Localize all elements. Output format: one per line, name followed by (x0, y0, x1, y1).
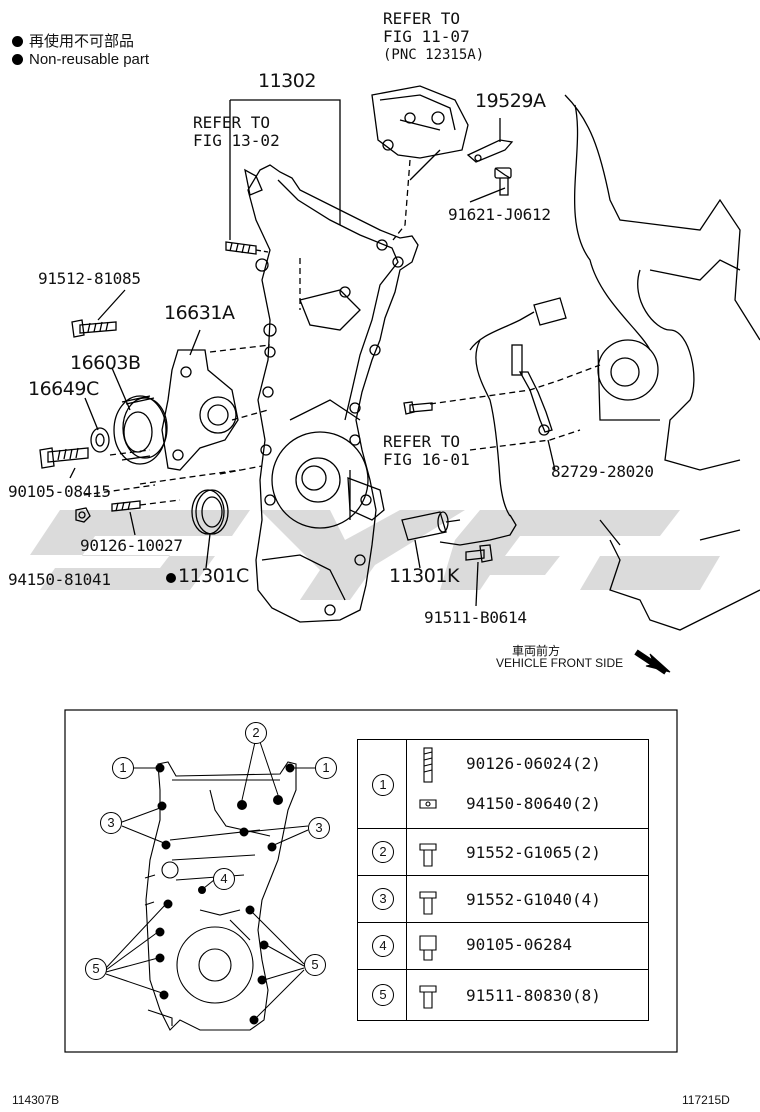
callout-11302[interactable]: 11302 (258, 70, 316, 92)
row-mark: 4 (372, 935, 394, 957)
watermark-logo (30, 510, 720, 600)
part-code: 90105-06284 (466, 935, 572, 954)
detail-mark-1-right[interactable]: 1 (315, 757, 337, 779)
fastener-table: 1 90126-06024(2) 94150-80640(2) 2 91552-… (357, 739, 649, 1021)
table-row-number-cell: 4 (358, 923, 407, 969)
table-row[interactable]: 1 90126-06024(2) 94150-80640(2) (358, 740, 648, 829)
callout-91511[interactable]: 91511-B0614 (424, 608, 527, 627)
timing-chain-cover (247, 164, 419, 623)
part-code: 90126-06024(2) (466, 754, 601, 773)
table-row-number-cell: 5 (358, 970, 407, 1020)
detail-mark-5-right[interactable]: 5 (304, 954, 326, 976)
detail-cover-outline (144, 761, 297, 1031)
non-reusable-dot-icon (166, 573, 176, 583)
table-row[interactable]: 5 91511-80830(8) (358, 970, 648, 1020)
engine-mount-bracket (371, 85, 469, 159)
part-code: 94150-80640(2) (466, 794, 601, 813)
detail-mark-2[interactable]: 2 (245, 722, 267, 744)
vehicle-front-label-en: VEHICLE FRONT SIDE (496, 656, 624, 670)
row-mark: 3 (372, 888, 394, 910)
callout-90126[interactable]: 90126-10027 (80, 536, 183, 555)
refer-line: FIG 13-02 (193, 131, 280, 150)
non-reusable-dot-icon (12, 36, 23, 47)
crank-position-sensor (469, 311, 535, 351)
detail-mark-5-left[interactable]: 5 (85, 958, 107, 980)
callout-19529a[interactable]: 19529A (475, 90, 546, 112)
refer-line: FIG 16-01 (383, 450, 470, 469)
refer-line: FIG 11-07 (383, 27, 470, 46)
detail-mark-1-left[interactable]: 1 (112, 757, 134, 779)
refer-line: REFER TO (383, 432, 461, 451)
engine-block-outline (564, 94, 760, 341)
callout-11301k[interactable]: 11301K (389, 565, 459, 587)
detail-mark-3-left[interactable]: 3 (100, 812, 122, 834)
refer-line: REFER TO (383, 9, 461, 28)
callout-94150[interactable]: 94150-81041 (8, 570, 111, 589)
callout-11301c[interactable]: 11301C (166, 565, 249, 587)
refer-line: REFER TO (193, 113, 271, 132)
refer-line: (PNC 12315A) (383, 47, 485, 63)
callout-16603b[interactable]: 16603B (70, 352, 141, 374)
part-code: 91552-G1065(2) (466, 843, 601, 862)
footer-left-code: 114307B (12, 1093, 60, 1107)
idler-bracket (161, 349, 239, 471)
callout-91621[interactable]: 91621-J0612 (448, 205, 551, 224)
refer-fig-11-07[interactable]: REFER TO FIG 11-07 (PNC 12315A) (383, 10, 484, 64)
legend-line-2: Non-reusable part (12, 51, 149, 68)
callout-16649c[interactable]: 16649C (28, 378, 99, 400)
row-mark: 2 (372, 841, 394, 863)
callout-16631a[interactable]: 16631A (164, 302, 235, 324)
refer-fig-13-02[interactable]: REFER TO FIG 13-02 (193, 114, 280, 150)
table-row[interactable]: 2 91552-G1065(2) (358, 829, 648, 876)
legend-line-1: 再使用不可部品 (12, 30, 134, 51)
callout-82729[interactable]: 82729-28020 (551, 462, 654, 481)
detail-box (64, 709, 678, 1053)
part-code: 91552-G1040(4) (466, 890, 601, 909)
detail-mark-3-right[interactable]: 3 (308, 817, 330, 839)
table-row[interactable]: 4 90105-06284 (358, 923, 648, 970)
table-row-number-cell: 3 (358, 876, 407, 922)
table-row-number-cell: 1 (358, 740, 407, 828)
callout-90105[interactable]: 90105-08415 (8, 482, 111, 501)
non-reusable-dot-icon (12, 54, 23, 65)
callout-91512[interactable]: 91512-81085 (38, 269, 141, 288)
vehicle-front-label-jp: 車両前方 (512, 644, 561, 658)
table-row[interactable]: 3 91552-G1040(4) (358, 876, 648, 923)
part-code: 91511-80830(8) (466, 986, 601, 1005)
table-row-number-cell: 2 (358, 829, 407, 875)
detail-mark-4[interactable]: 4 (213, 868, 235, 890)
footer-right-code: 117215D (682, 1093, 730, 1107)
row-mark: 5 (372, 984, 394, 1006)
row-mark: 1 (372, 774, 394, 796)
refer-fig-16-01[interactable]: REFER TO FIG 16-01 (383, 433, 470, 469)
